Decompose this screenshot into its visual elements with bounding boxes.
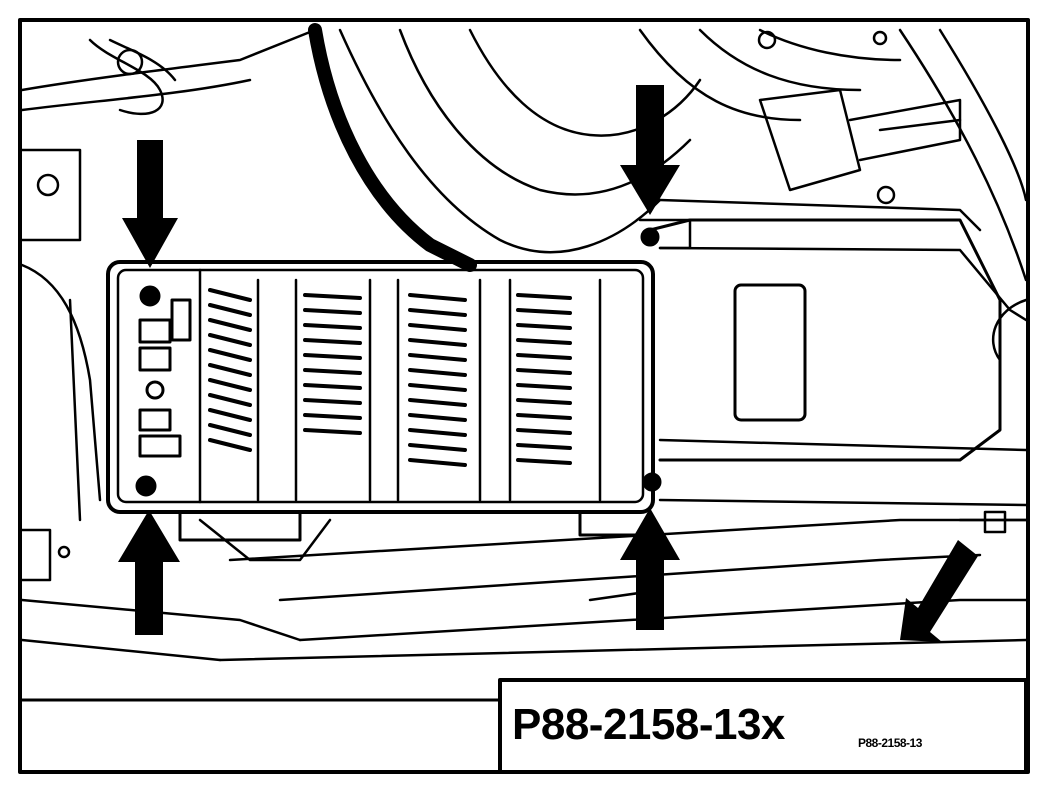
- relay-block: [138, 298, 192, 458]
- screw-bottom-right: [642, 472, 662, 492]
- arrow-up-bottom-left: [118, 510, 180, 635]
- figure-reference-code: P88-2158-13x: [512, 700, 785, 749]
- screw-top-left: [139, 285, 161, 307]
- figure-frame: [18, 18, 1030, 774]
- wiring-harness: [308, 23, 477, 272]
- mounting-screws: [135, 227, 662, 497]
- caption-box: [498, 678, 1028, 774]
- fuse-row-4: [516, 293, 572, 465]
- arrow-down-top-left: [122, 140, 178, 268]
- figure-secondary-code: P88-2158-13: [858, 736, 922, 750]
- fuse-box-outline: [106, 260, 655, 514]
- control-unit-window: [733, 283, 807, 422]
- screw-top-right: [640, 227, 660, 247]
- fuse-row-3: [408, 293, 467, 467]
- fuse-row-1: [208, 288, 252, 452]
- fuse-box: [106, 260, 655, 542]
- arrow-diagonal-right: [900, 540, 978, 642]
- vehicle-structure: [20, 28, 1028, 662]
- indicator-arrows: [118, 85, 978, 642]
- screw-bottom-left: [135, 475, 157, 497]
- control-unit: [648, 218, 1002, 462]
- arrow-down-top-right: [620, 85, 680, 215]
- fuse-row-2: [303, 293, 362, 435]
- arrow-up-bottom-right: [620, 508, 680, 630]
